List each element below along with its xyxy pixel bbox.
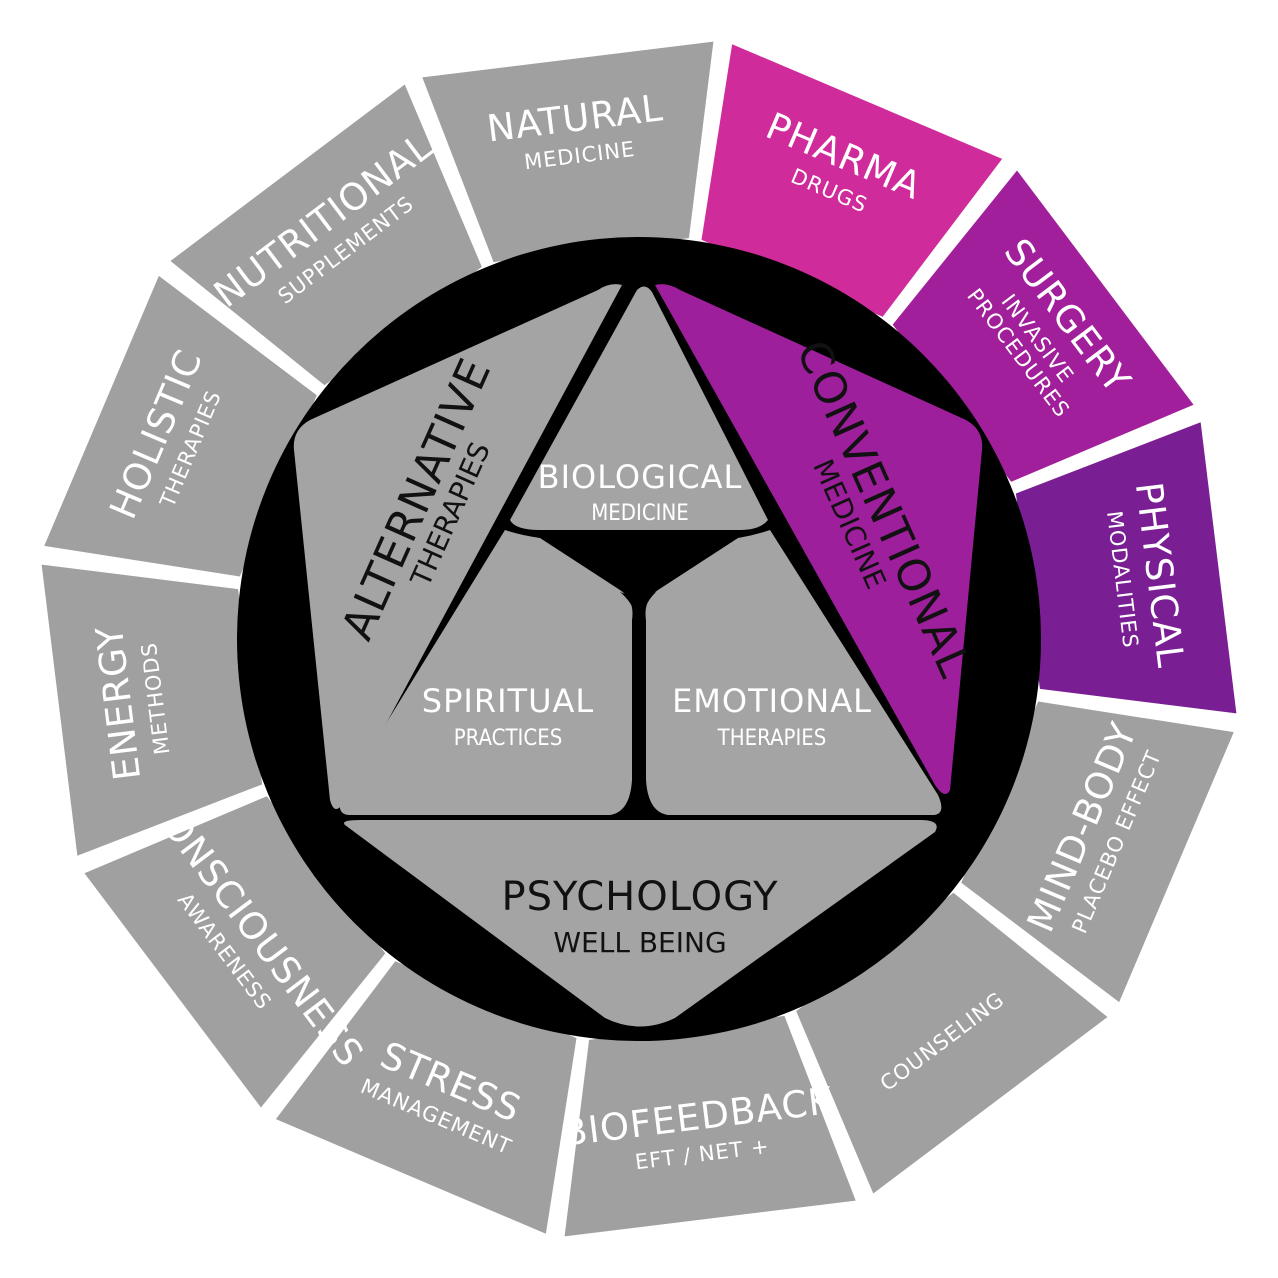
ring-segment-physical xyxy=(1015,422,1237,714)
ring-segment-holistic xyxy=(44,275,317,577)
spiritual-subtitle: PRACTICES xyxy=(454,726,563,751)
psychology-tile xyxy=(344,820,937,1027)
psychology-subtitle: WELL BEING xyxy=(553,926,726,959)
ring-segment-counseling xyxy=(796,892,1108,1194)
center-notch xyxy=(620,592,656,630)
emotional-tile xyxy=(645,530,942,815)
spiritual-title: SPIRITUAL xyxy=(422,682,594,720)
ring-segment-nutritional xyxy=(170,84,482,386)
ring-segment-consciousness xyxy=(84,796,386,1108)
psychology-title: PSYCHOLOGY xyxy=(501,874,778,920)
inner-shapes xyxy=(293,284,983,1027)
ring-segment-surgery xyxy=(892,170,1194,482)
ring-segment-stress xyxy=(275,961,577,1234)
ring-segment-mind-body xyxy=(961,701,1234,1003)
ring-segment-biofeedback xyxy=(564,1015,856,1237)
alternative-band xyxy=(293,284,622,809)
ring-segment-energy xyxy=(41,564,263,856)
biological-subtitle: MEDICINE xyxy=(591,501,689,526)
biological-title: BIOLOGICAL xyxy=(538,458,743,496)
biological-tile xyxy=(510,286,768,530)
conventional-band xyxy=(655,284,983,794)
spiritual-tile xyxy=(339,530,633,815)
emotional-title: EMOTIONAL xyxy=(672,682,872,720)
ring-segment-pharma xyxy=(701,44,1003,317)
ring-segment-natural xyxy=(422,41,714,263)
emotional-subtitle: THERAPIES xyxy=(717,726,827,751)
